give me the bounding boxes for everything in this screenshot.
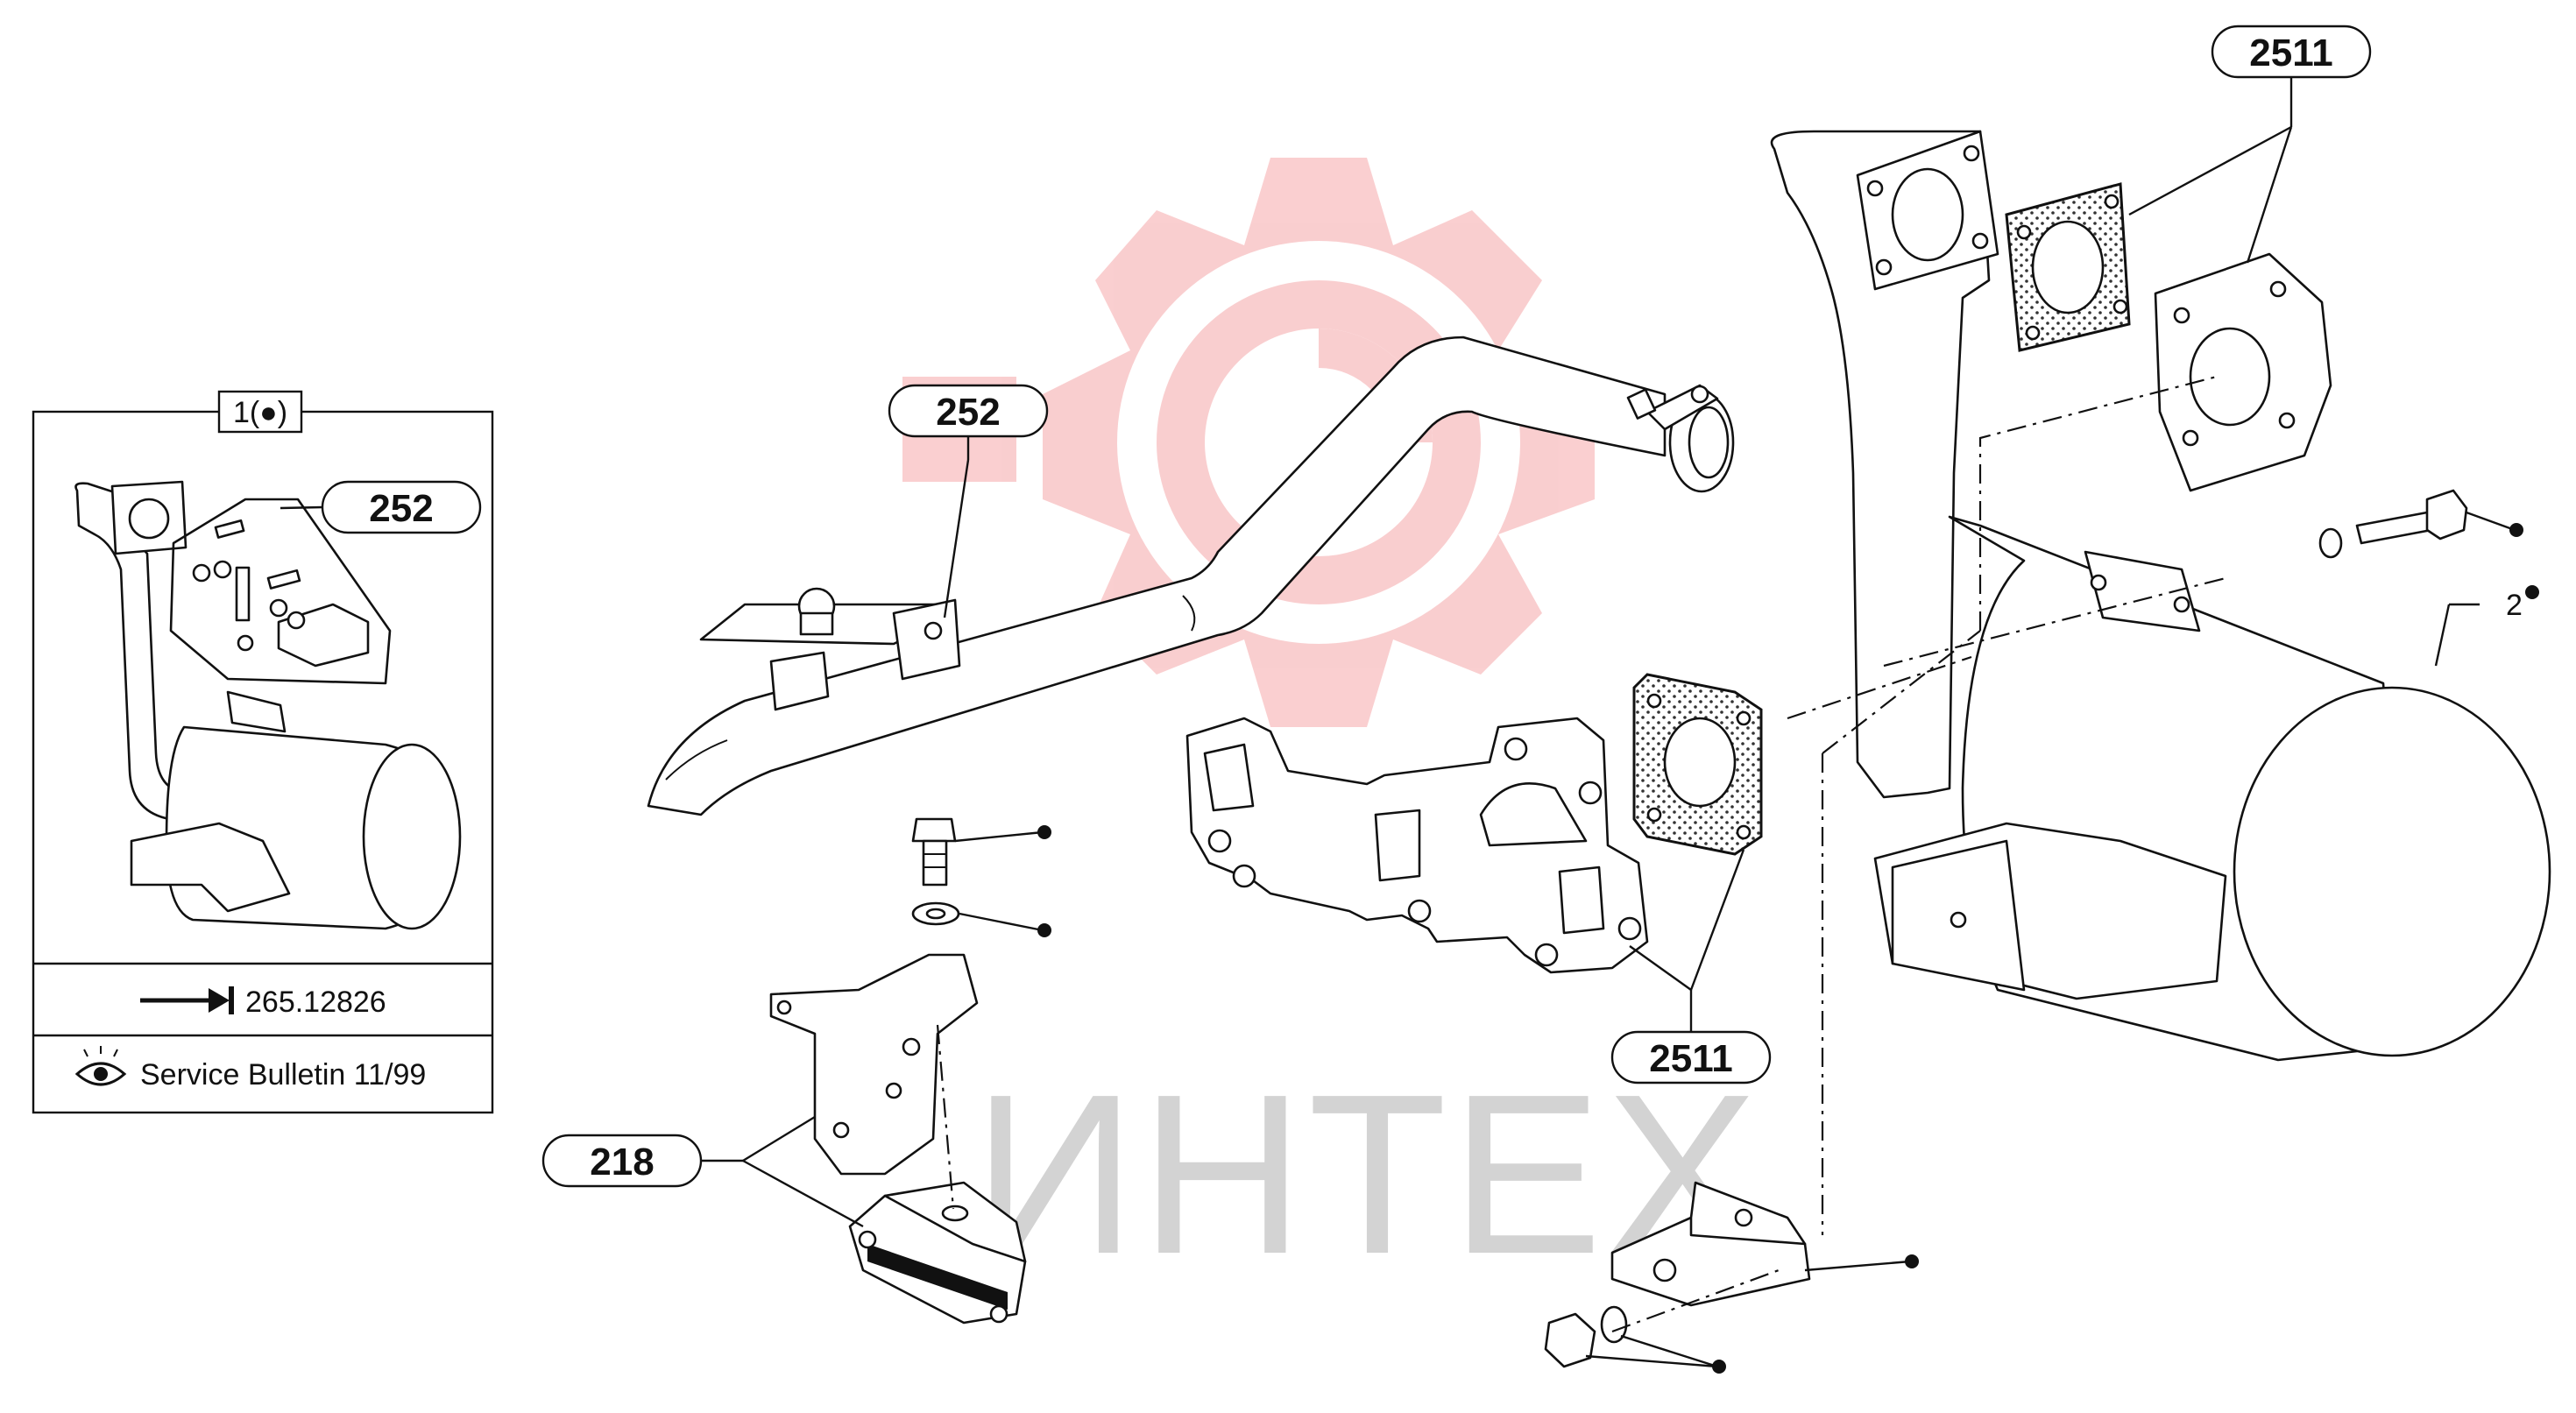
pipe-bracket (699, 587, 961, 711)
lock-washer (1600, 1305, 1628, 1344)
inset-panel: 1(●) 252 265.12826 (32, 390, 494, 1114)
label-flange-top: 2511 (2249, 32, 2332, 74)
lower-bracket (1610, 1181, 1811, 1307)
label-muffler: 2 (2506, 589, 2523, 622)
bolt (911, 817, 957, 887)
label-manifold: 2511 (1649, 1037, 1732, 1080)
clamp-bolt (2318, 489, 2468, 559)
label-inset-kit: 252 (369, 487, 433, 530)
washer (911, 901, 960, 926)
reference-number: 265.12826 (245, 986, 386, 1019)
exhaust-pipe (647, 336, 1735, 816)
reference-arrow-icon (140, 986, 234, 1014)
hex-nut (1544, 1312, 1596, 1368)
eye-icon (74, 1046, 127, 1086)
label-pipe-upper: 252 (936, 391, 1000, 434)
muffler (1770, 130, 2551, 1062)
muffler-flange (2154, 252, 2332, 492)
exhaust-manifold (1185, 717, 1649, 974)
rubber-mount (848, 1024, 1027, 1325)
service-bulletin: Service Bulletin 11/99 (140, 1058, 426, 1092)
engine-bracket (769, 953, 979, 1176)
label-bracket: 218 (590, 1141, 654, 1183)
inset-tag: 1(●) (233, 396, 287, 429)
